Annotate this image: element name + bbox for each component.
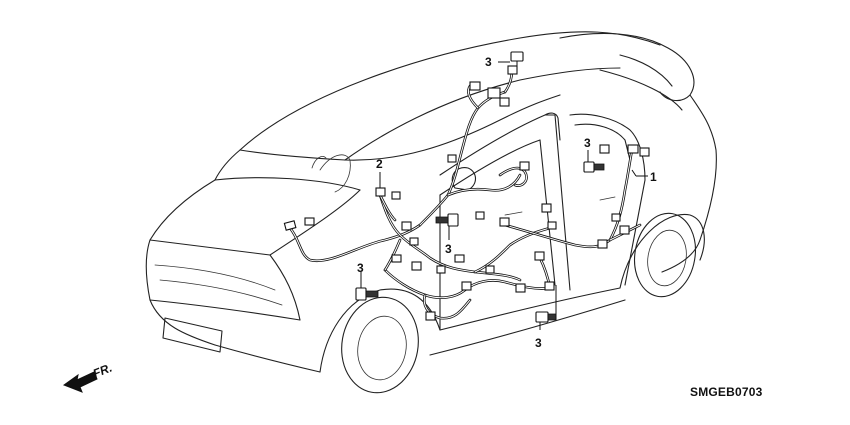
- bolt-centre: [435, 213, 459, 227]
- leader-lines: [360, 61, 648, 330]
- callout-part-1: 1: [650, 170, 657, 184]
- callout-part-3-front-floor: 3: [357, 261, 364, 275]
- bolt-c-pillar: [583, 161, 605, 173]
- bolt-rear-floor: [535, 311, 557, 323]
- callout-part-3-centre: 3: [445, 242, 452, 256]
- wire-harness-assembly: [288, 68, 642, 320]
- diagram-reference-code: SMGEB0703: [690, 385, 763, 399]
- car-body-outline: [145, 31, 717, 394]
- callout-labels: 3 3 1 2 3 3 3: [357, 55, 657, 350]
- front-direction-arrow-icon: FR.: [62, 361, 114, 393]
- callout-part-2: 2: [376, 157, 383, 171]
- callout-part-3-roof: 3: [485, 55, 492, 69]
- callout-part-3-c-pillar: 3: [584, 136, 591, 150]
- callout-part-3-rear-floor: 3: [535, 336, 542, 350]
- connectors: [283, 65, 650, 321]
- bolt-roof: [510, 51, 524, 72]
- front-direction-label: FR.: [91, 361, 114, 381]
